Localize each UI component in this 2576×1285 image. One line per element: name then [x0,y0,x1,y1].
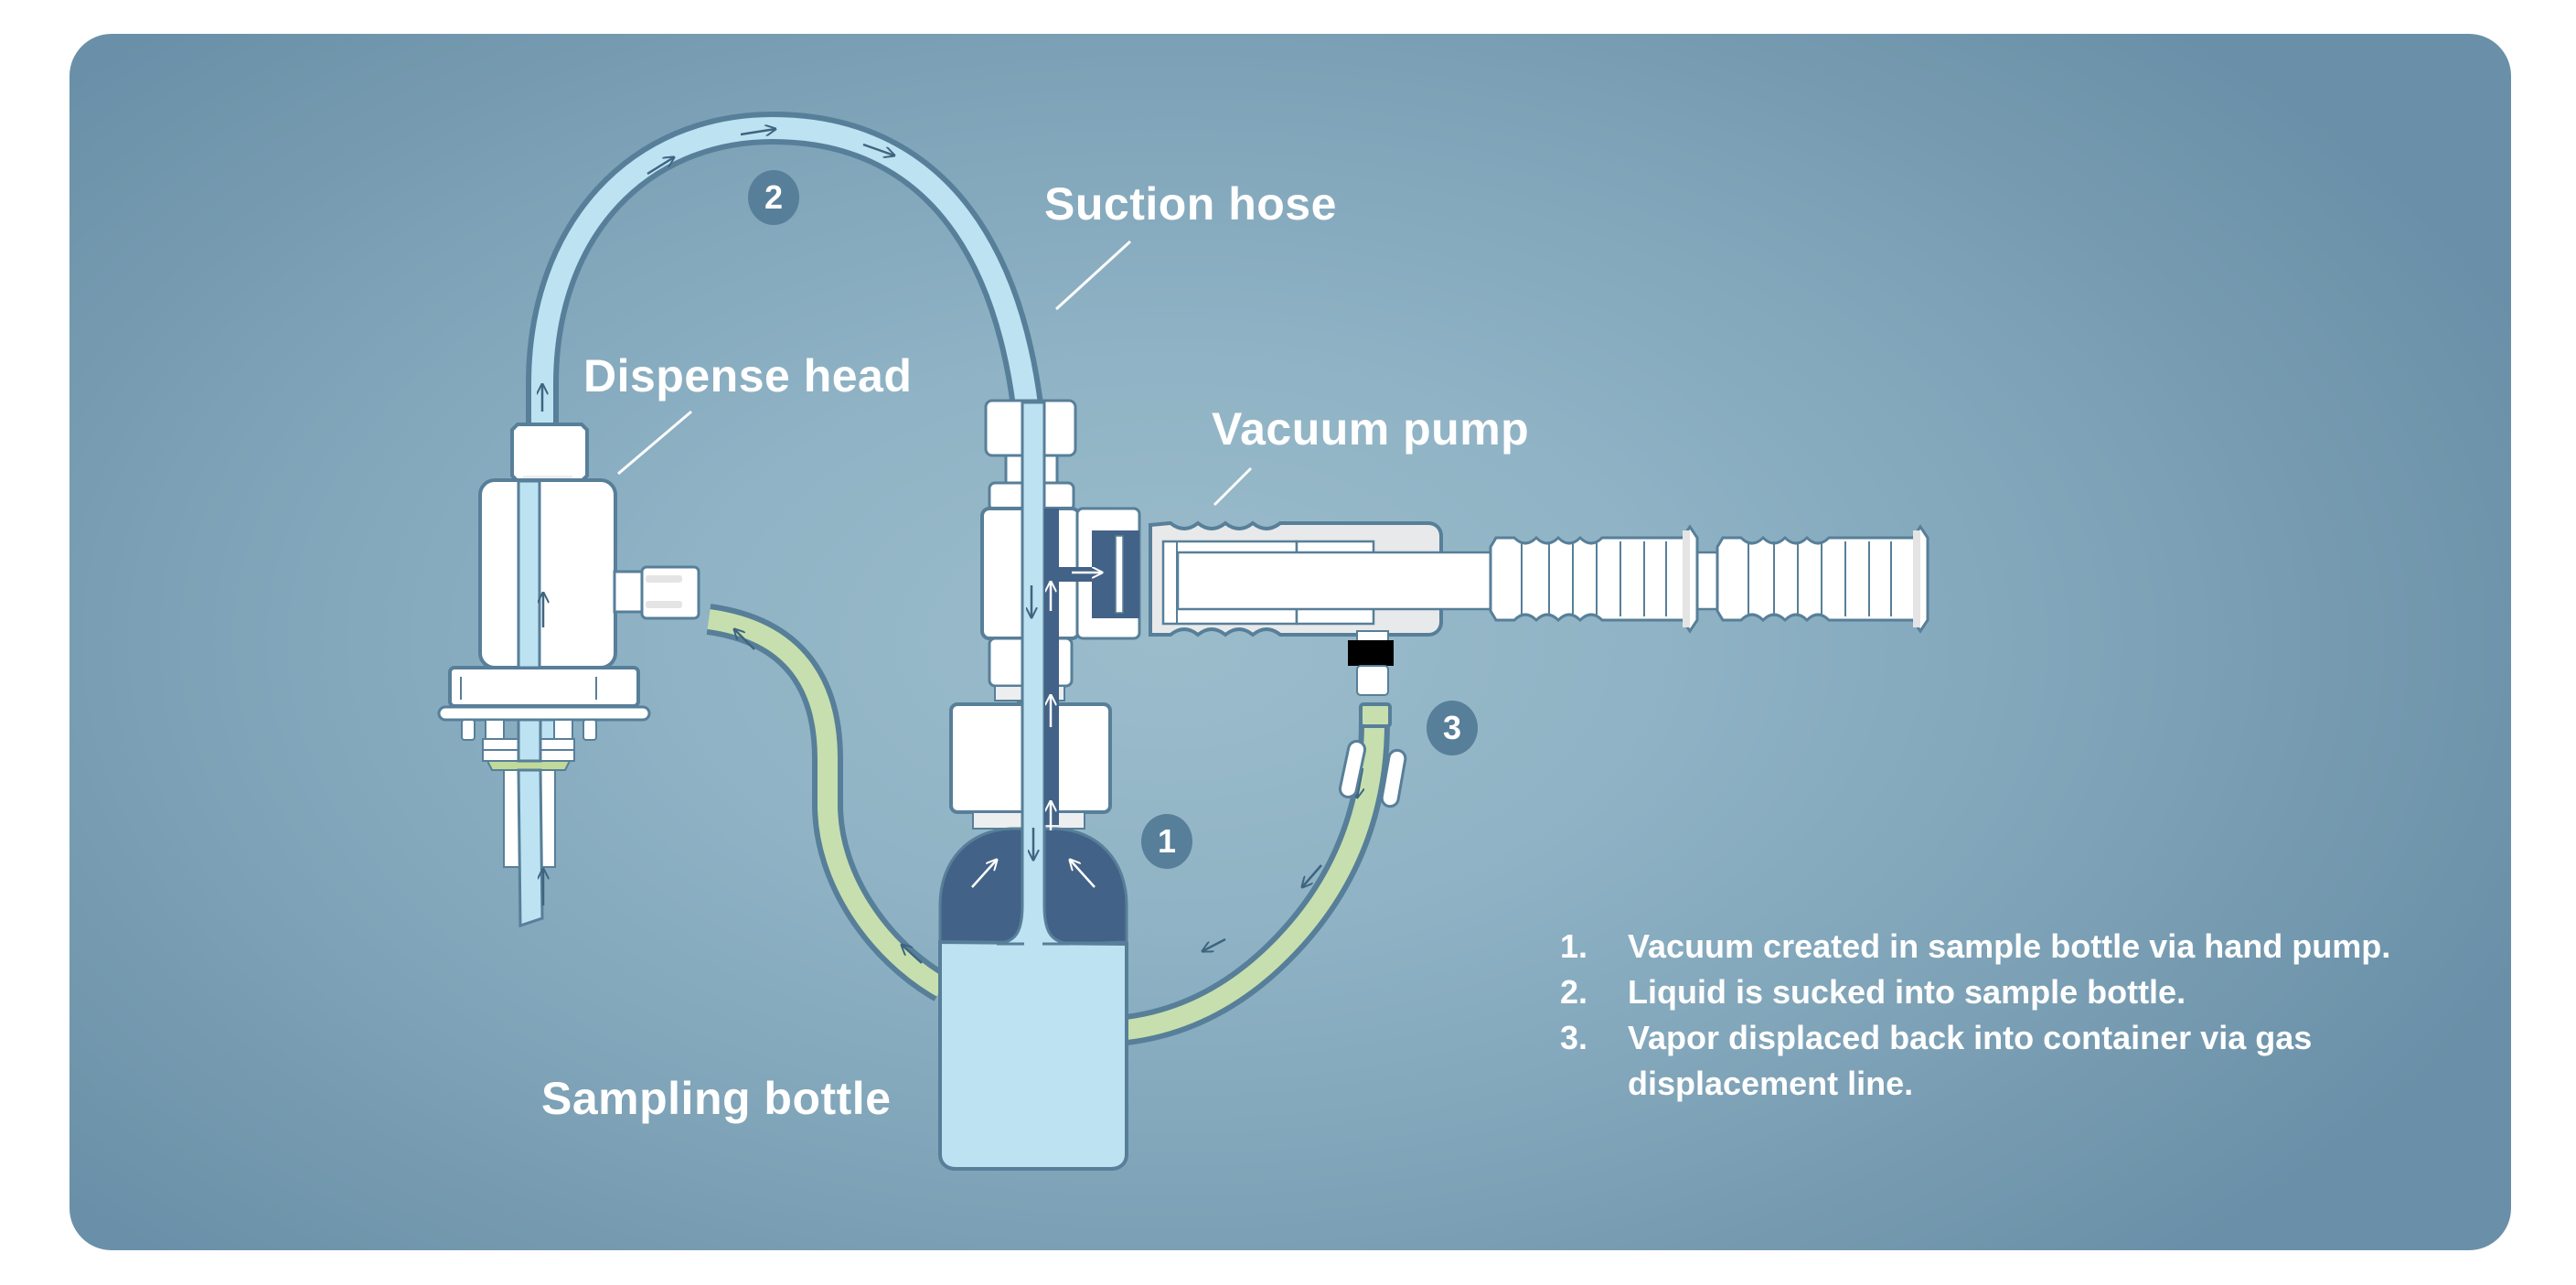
flow-arrow [734,629,755,650]
step-number: 2. [1560,973,1588,1011]
gas-return-hose-left [706,604,950,1001]
flow-arrow [1070,860,1096,888]
dispense-head [437,410,700,928]
step-text: Vapor displaced back into container via … [1628,1019,2313,1102]
suction-hose [526,111,1050,951]
gas-displacement-line [1124,702,1407,1045]
label-suction-hose: Suction hose [1044,178,1337,230]
check-valve [1348,640,1394,666]
suction-hose-leader [1054,240,1132,311]
clamp-left [1338,739,1367,799]
diagram-panel [69,34,2511,1250]
vacuum-pump [1149,466,1929,696]
sampling-bottle-assembly [938,240,1141,1171]
step-number: 3. [1560,1019,1588,1056]
side-port-fitting [640,565,700,620]
flow-arrow [647,157,674,176]
flow-arrow [971,860,997,888]
label-dispense-head: Dispense head [583,350,913,402]
step-text: Vacuum created in sample bottle via hand… [1628,927,2391,965]
step-text: Liquid is sucked into sample bottle. [1628,973,2186,1011]
clamp-right [1380,748,1407,808]
gas-line-coupler [1359,702,1392,728]
step-item: 1. Vacuum created in sample bottle via h… [1560,924,2474,969]
step-item: 2. Liquid is sucked into sample bottle. [1560,969,2474,1015]
steps-legend: 1. Vacuum created in sample bottle via h… [1560,924,2474,1107]
flow-arrow [1202,937,1226,951]
flow-arrow [1357,767,1363,798]
step-badge-3: 3 [1427,701,1478,755]
step-badge-1: 1 [1141,814,1192,869]
flow-arrow [1302,864,1322,887]
vacuum-pump-leader [1213,466,1253,507]
step-number: 1. [1560,927,1588,965]
flow-arrow [740,129,775,134]
flow-arrow [862,143,894,155]
label-sampling-bottle: Sampling bottle [541,1073,892,1124]
flow-arrow [902,945,923,964]
step-item: 3. Vapor displaced back into container v… [1560,1015,2474,1107]
step-badge-2: 2 [748,170,799,225]
label-vacuum-pump: Vacuum pump [1212,403,1530,455]
dispense-head-leader [617,410,692,476]
